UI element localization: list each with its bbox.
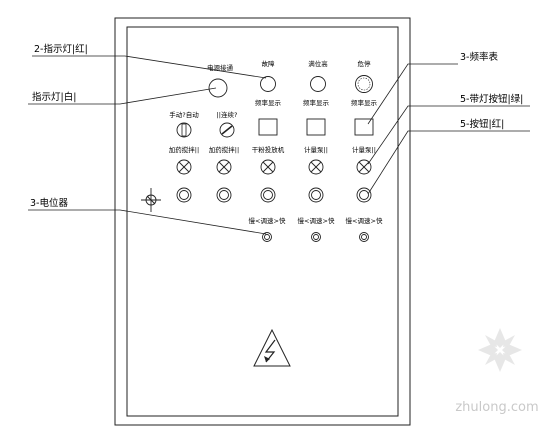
lamp-button-metering-pump-1 xyxy=(308,159,324,175)
potentiometer-3 xyxy=(359,232,369,242)
callout-freq-meter: 3-频率表 xyxy=(460,51,498,63)
label-freq-display-1: 频率显示 xyxy=(255,98,282,107)
leader-line-freq-meter xyxy=(367,63,458,125)
leader-line-potentiometer xyxy=(28,209,267,235)
label-freq-display-2: 频率显示 xyxy=(303,98,330,107)
label-speed-adjust-1: 慢<调速>快 xyxy=(249,216,286,225)
crosshair-symbol xyxy=(141,188,161,212)
callout-indicator-red: 2-指示灯|红| xyxy=(34,43,88,55)
label-high-level: 满位高 xyxy=(308,59,328,68)
selector-switch-manual-auto xyxy=(176,122,192,138)
stop-button-powder-feeder xyxy=(260,187,276,203)
stop-button-dosing-mixer-2 xyxy=(216,187,232,203)
label-metering-pump-1: 计量泵|| xyxy=(304,145,328,154)
stop-button-metering-pump-2 xyxy=(356,187,372,203)
frequency-meter-3 xyxy=(354,118,374,136)
lamp-button-dosing-mixer-1 xyxy=(176,159,192,175)
potentiometer-1 xyxy=(262,232,272,242)
cabinet-outer-border xyxy=(114,17,411,426)
leader-line-indicator-red xyxy=(32,55,267,79)
callout-indicator-white: 指示灯|白| xyxy=(32,91,76,103)
callout-red-button: 5-按钮|红| xyxy=(460,118,504,130)
leader-line-red-button xyxy=(367,130,530,195)
indicator-lamp-high-level xyxy=(310,76,326,92)
callout-potentiometer: 3-电位器 xyxy=(30,197,68,209)
selector-switch-continuous xyxy=(219,122,235,138)
indicator-lamp-power xyxy=(208,78,228,98)
label-dosing-mixer-1: 加药搅拌|| xyxy=(169,145,199,154)
frequency-meter-2 xyxy=(306,118,326,136)
stop-button-metering-pump-1 xyxy=(308,187,324,203)
label-freq-display-3: 频率显示 xyxy=(351,98,378,107)
leader-line-lamp-button xyxy=(367,105,530,165)
callout-lamp-button: 5-带灯按钮|绿| xyxy=(460,93,523,105)
label-dosing-mixer-2: 加药搅拌|| xyxy=(209,145,239,154)
lamp-button-metering-pump-2 xyxy=(356,159,372,175)
frequency-meter-1 xyxy=(258,118,278,136)
label-speed-adjust-2: 慢<调速>快 xyxy=(298,216,335,225)
label-manual-auto: 手动?自动 xyxy=(169,110,199,119)
watermark-text: zhulong.com xyxy=(455,400,538,415)
stop-button-dosing-mixer-1 xyxy=(176,187,192,203)
emergency-stop-button xyxy=(355,75,373,93)
label-emergency-stop: 危停 xyxy=(358,59,372,68)
label-power-on: 电源接通 xyxy=(207,63,234,72)
label-metering-pump-2: 计量泵|| xyxy=(352,145,376,154)
high-voltage-warning-icon xyxy=(253,328,291,367)
leader-line-indicator-white xyxy=(28,87,217,105)
label-fault: 故障 xyxy=(262,59,276,68)
label-speed-adjust-3: 慢<调速>快 xyxy=(346,216,383,225)
lamp-button-powder-feeder xyxy=(260,159,276,175)
label-powder-feeder: 干粉投放机 xyxy=(252,145,285,154)
lamp-button-dosing-mixer-2 xyxy=(216,159,232,175)
potentiometer-2 xyxy=(311,232,321,242)
label-continuous: ||连续? xyxy=(217,110,238,119)
indicator-lamp-fault xyxy=(260,76,276,92)
cabinet-inner-border xyxy=(126,26,399,417)
watermark-logo-icon xyxy=(478,328,522,372)
